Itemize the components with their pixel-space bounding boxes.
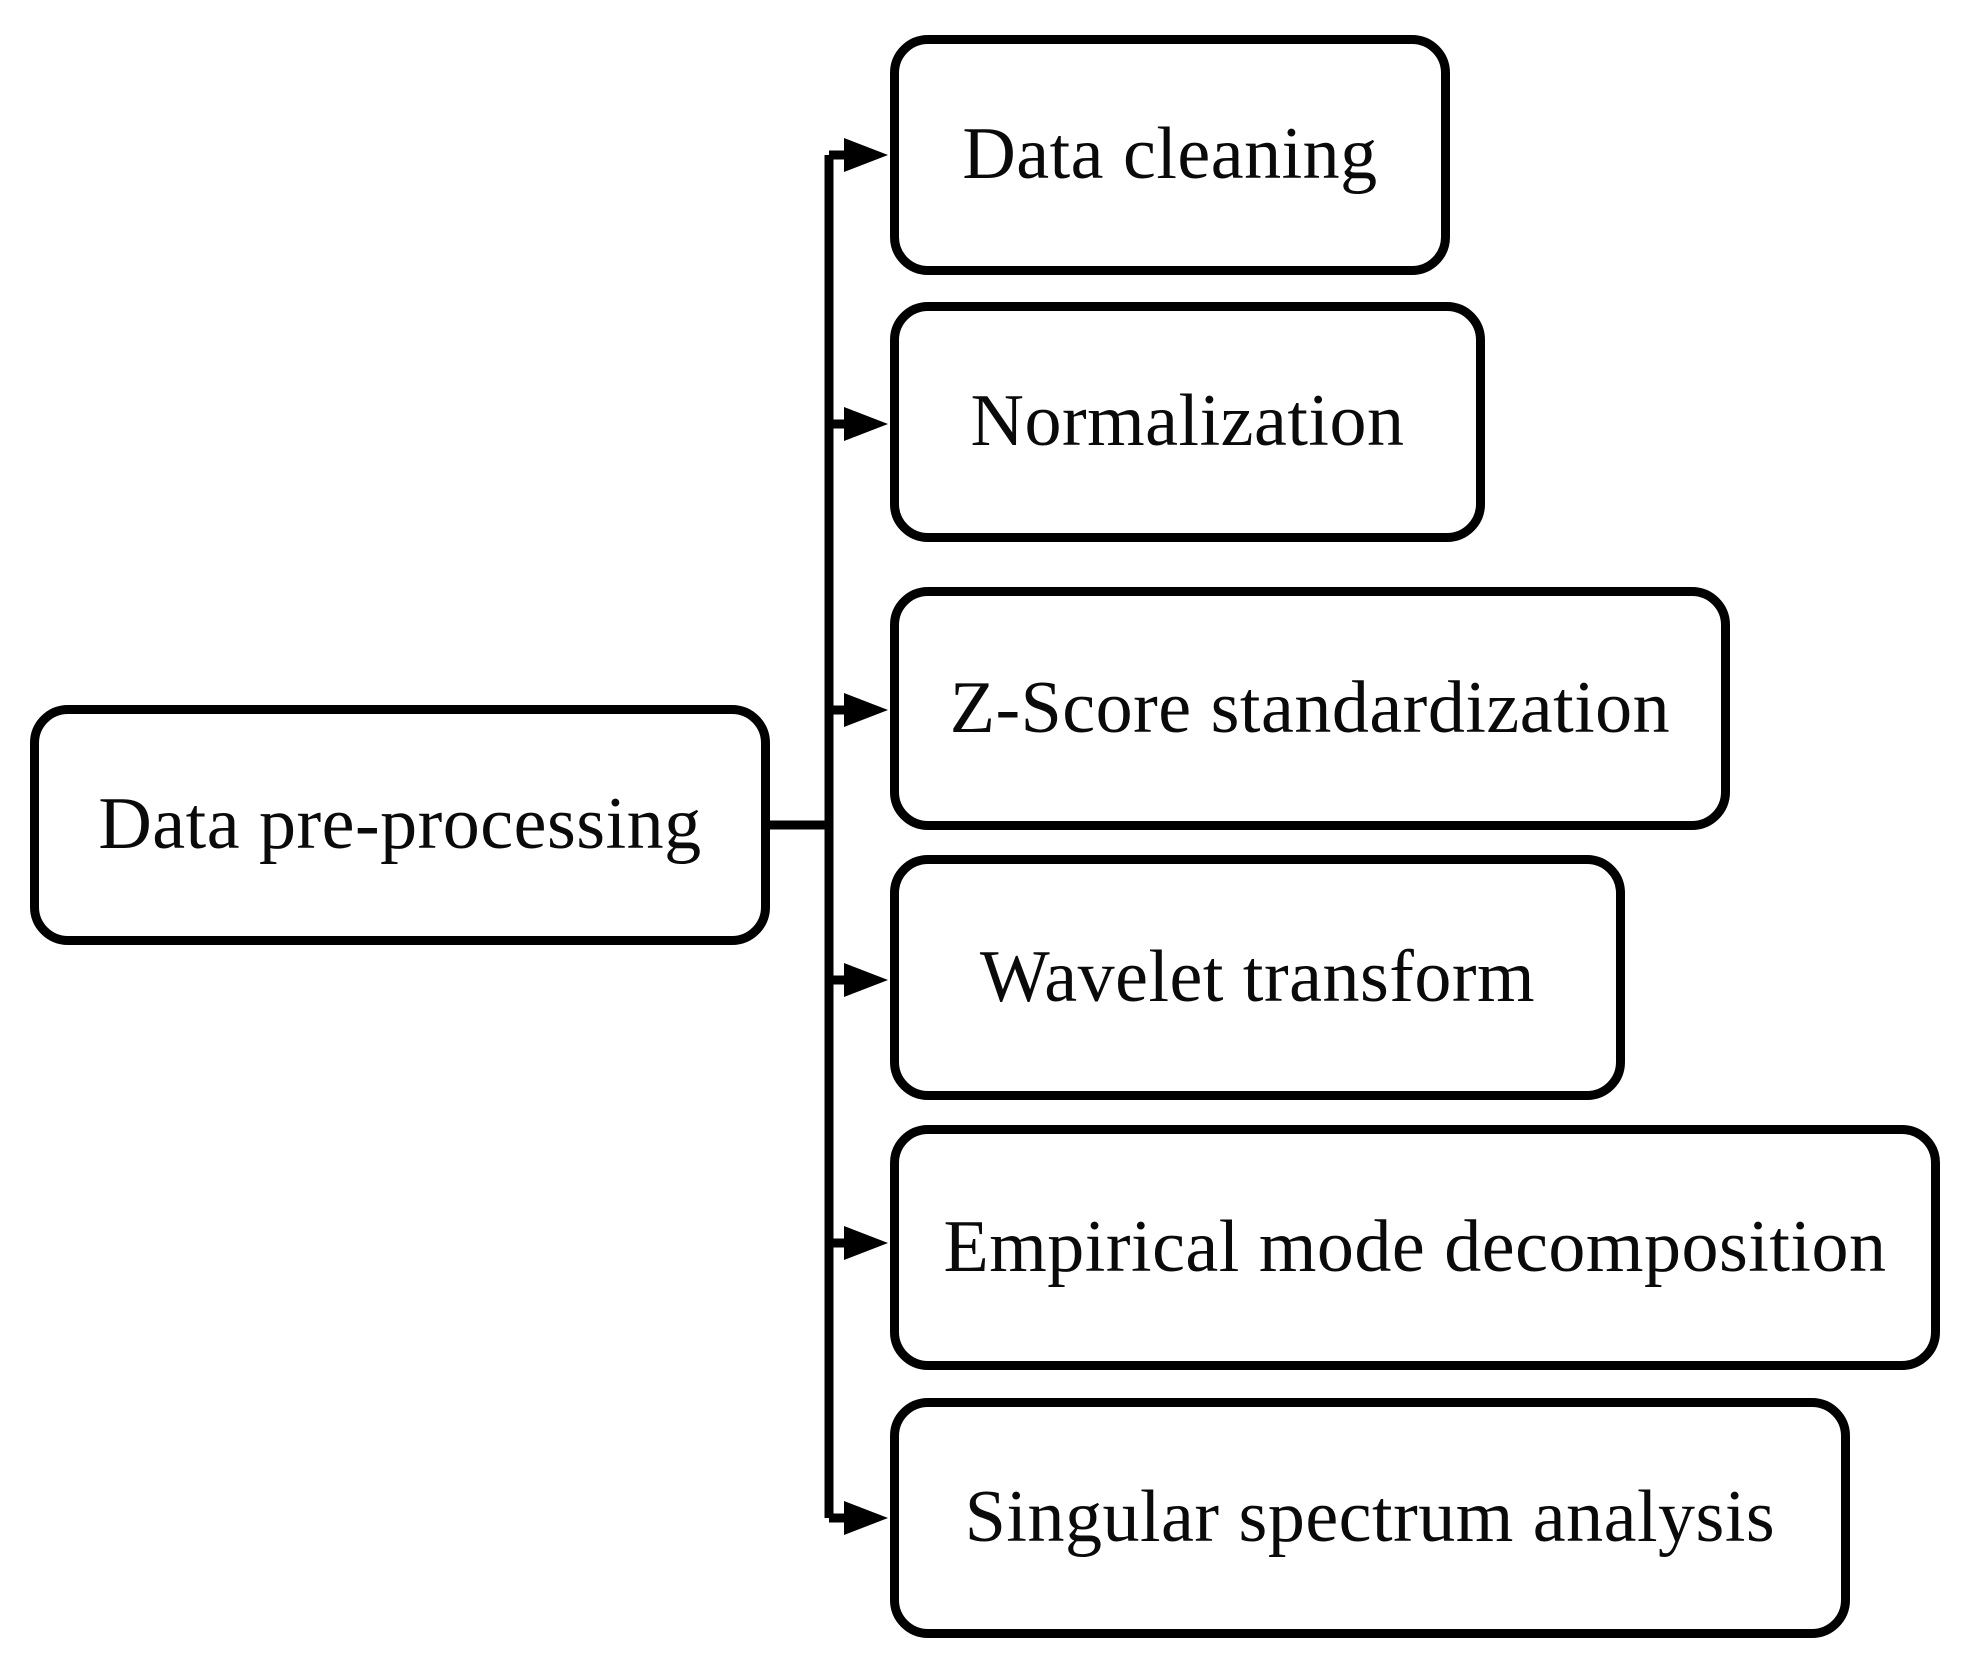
arrow-head-2 [844, 693, 888, 727]
node-singular-spectrum-analysis[interactable]: Singular spectrum analysis [890, 1398, 1850, 1638]
node-empirical-mode-decomposition[interactable]: Empirical mode decomposition [890, 1125, 1940, 1370]
node-label: Data cleaning [962, 113, 1378, 196]
node-label: Empirical mode decomposition [943, 1205, 1887, 1288]
node-data-cleaning[interactable]: Data cleaning [890, 35, 1450, 275]
arrow-head-4 [844, 1226, 888, 1260]
node-label: Data pre-processing [98, 783, 702, 866]
node-label: Wavelet transform [979, 935, 1536, 1018]
node-label: Normalization [970, 380, 1405, 463]
arrow-head-3 [844, 963, 888, 997]
node-label: Singular spectrum analysis [964, 1476, 1776, 1559]
node-data-pre-processing[interactable]: Data pre-processing [30, 705, 770, 945]
arrow-head-1 [844, 407, 888, 441]
arrow-head-5 [844, 1501, 888, 1535]
node-wavelet-transform[interactable]: Wavelet transform [890, 855, 1625, 1100]
node-z-score-standardization[interactable]: Z-Score standardization [890, 587, 1730, 830]
node-normalization[interactable]: Normalization [890, 302, 1485, 542]
arrow-head-0 [844, 138, 888, 172]
node-label: Z-Score standardization [949, 666, 1671, 749]
